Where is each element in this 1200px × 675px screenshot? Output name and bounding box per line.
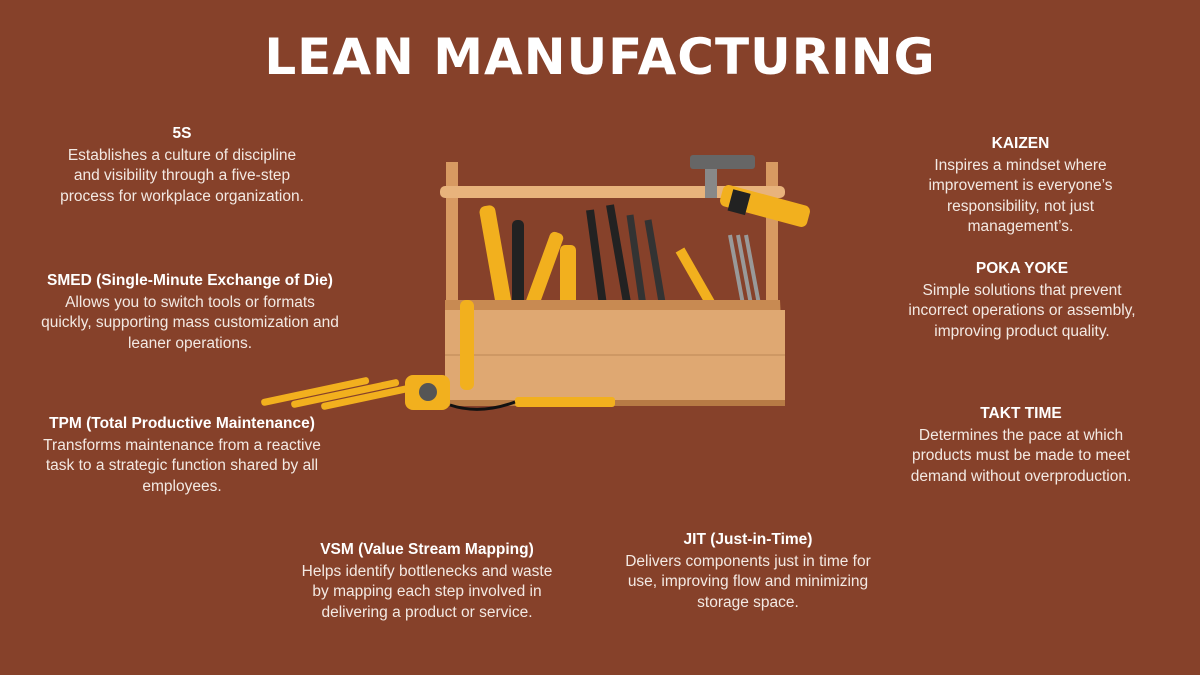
concept-vsm: VSM (Value Stream Mapping) Helps identif… [300, 540, 554, 623]
screwdriver-icon [479, 205, 513, 315]
concept-title: VSM (Value Stream Mapping) [320, 541, 534, 558]
page-title: LEAN MANUFACTURING [264, 28, 936, 86]
concept-text: Inspires a mindset where improvement is … [928, 156, 1113, 236]
concept-jit: JIT (Just-in-Time) Delivers components j… [625, 530, 871, 613]
concept-title: 5S [172, 125, 192, 142]
concept-title: POKA YOKE [975, 260, 1069, 277]
concept-smed: SMED (Single-Minute Exchange of Die) All… [40, 271, 340, 354]
concept-text: Establishes a culture of discipline and … [60, 146, 304, 205]
concept-poka-yoke: POKA YOKE Simple solutions that prevent … [897, 259, 1147, 342]
hammer-icon [690, 155, 755, 169]
concept-title: TPM (Total Productive Maintenance) [49, 415, 315, 432]
concept-tpm: TPM (Total Productive Maintenance) Trans… [32, 414, 332, 497]
concept-text: Allows you to switch tools or formats qu… [41, 293, 339, 352]
concept-text: Delivers components just in time for use… [625, 552, 871, 611]
concept-text: Helps identify bottlenecks and waste by … [301, 562, 553, 621]
concept-title: JIT (Just-in-Time) [683, 531, 813, 548]
concept-title: KAIZEN [991, 135, 1050, 152]
concept-title: SMED (Single-Minute Exchange of Die) [47, 272, 333, 289]
concept-5s: 5S Establishes a culture of discipline a… [57, 124, 307, 207]
concept-text: Determines the pace at which products mu… [910, 426, 1132, 485]
concept-kaizen: KAIZEN Inspires a mindset where improvem… [918, 134, 1123, 238]
chisels-icon [261, 377, 430, 410]
concept-text: Simple solutions that prevent incorrect … [908, 281, 1136, 340]
toolbox-illustration [261, 155, 810, 411]
toolbox-front-panel [445, 310, 785, 405]
concept-text: Transforms maintenance from a reactive t… [43, 436, 321, 495]
concept-title: TAKT TIME [980, 405, 1062, 422]
concept-takt-time: TAKT TIME Determines the pace at which p… [900, 404, 1142, 487]
socket-rail-icon [515, 397, 615, 407]
